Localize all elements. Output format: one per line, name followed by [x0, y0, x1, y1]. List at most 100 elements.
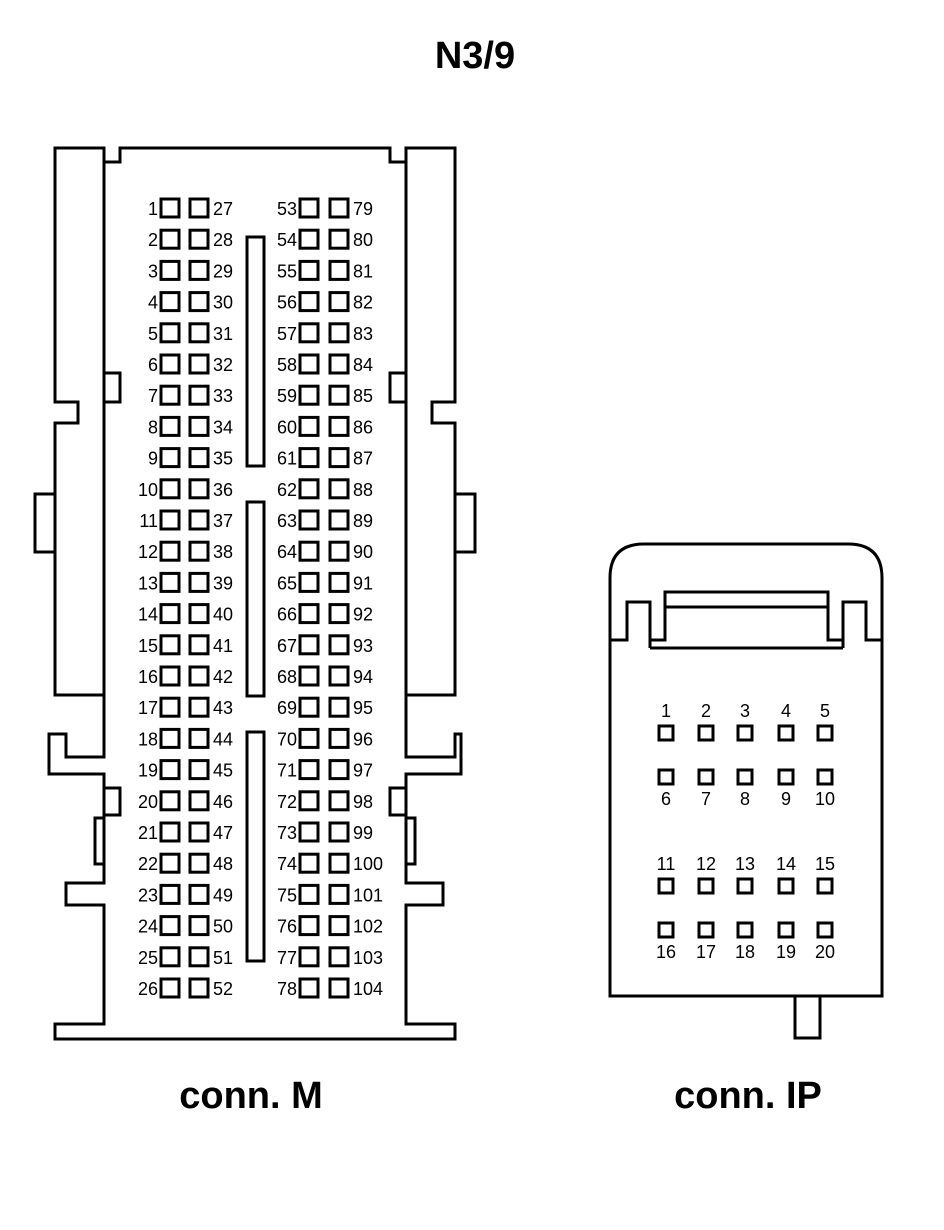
connector-m-pin-label: 96 — [353, 729, 373, 749]
connector-m-label: conn. M — [179, 1075, 323, 1117]
connector-m-pin-label: 66 — [277, 605, 297, 625]
connector-m-pin — [298, 946, 320, 968]
connector-m-pin — [159, 540, 181, 562]
connector-m-pin-label: 4 — [148, 293, 158, 313]
connector-m-pin — [298, 634, 320, 656]
connector-m-pin — [188, 509, 210, 531]
connector-m-pin — [328, 821, 350, 843]
connector-m-pin-label: 92 — [353, 605, 373, 625]
connector-m-pin-label: 73 — [277, 823, 297, 843]
connector-m-pin-label: 101 — [353, 885, 383, 905]
connector-m-pin-label: 72 — [277, 792, 297, 812]
connector-m-pin-label: 33 — [213, 386, 233, 406]
connector-ip-housing — [608, 542, 884, 1040]
connector-m-pin-label: 49 — [213, 885, 233, 905]
connector-m-pin — [159, 634, 181, 656]
connector-m-pin — [188, 228, 210, 250]
connector-m-pin-label: 7 — [148, 386, 158, 406]
connector-m-pin-label: 50 — [213, 917, 233, 937]
connector-m-pin-label: 1 — [148, 199, 158, 219]
connector-m-pin-label: 42 — [213, 667, 233, 687]
connector-m-pin — [298, 603, 320, 625]
connector-m-housing — [33, 146, 477, 1041]
connector-ip-pin — [657, 877, 675, 895]
connector-ip-pin — [777, 921, 795, 939]
connector-m-pin-label: 8 — [148, 417, 158, 437]
connector-ip-pin — [657, 724, 675, 742]
connector-m-pin-label: 61 — [277, 449, 297, 469]
connector-m-pin-label: 31 — [213, 324, 233, 344]
connector-ip-pin-label: 2 — [701, 701, 711, 721]
connector-m-pin — [188, 790, 210, 812]
connector-m-pin — [328, 977, 350, 999]
connector-m-pin — [328, 696, 350, 718]
connector-ip-pin-label: 13 — [735, 854, 755, 874]
connector-m-pin-label: 97 — [353, 761, 373, 781]
connector-m-pin-label: 69 — [277, 698, 297, 718]
connector-m-pin — [328, 790, 350, 812]
connector-m-pin — [159, 478, 181, 500]
connector-ip-pin — [736, 877, 754, 895]
connector-ip-pin — [777, 877, 795, 895]
connector-m-pin-label: 18 — [138, 729, 158, 749]
connector-m-pin — [328, 197, 350, 219]
connector-ip-pin — [657, 768, 675, 786]
connector-m-pin — [188, 259, 210, 281]
connector-m-pin — [159, 977, 181, 999]
connector-m-pin — [188, 291, 210, 313]
connector-m-pin-label: 9 — [148, 449, 158, 469]
connector-m-pin-label: 38 — [213, 542, 233, 562]
connector-m-pin-label: 74 — [277, 854, 297, 874]
connector-ip-pin-label: 19 — [776, 942, 796, 962]
connector-m-pin-label: 84 — [353, 355, 373, 375]
connector-m-pin-label: 6 — [148, 355, 158, 375]
connector-m-pin — [159, 353, 181, 375]
connector-ip-pin-label: 10 — [815, 789, 835, 809]
connector-m-pin — [328, 603, 350, 625]
connector-m-pin — [159, 883, 181, 905]
connector-m-pin — [298, 353, 320, 375]
connector-m-pin — [159, 509, 181, 531]
connector-m-pin-label: 83 — [353, 324, 373, 344]
connector-m-pin-label: 90 — [353, 542, 373, 562]
connector-m-pin-label: 28 — [213, 230, 233, 250]
connector-ip-pin-label: 1 — [661, 701, 671, 721]
connector-m-pin-label: 60 — [277, 417, 297, 437]
connector-ip-pin — [736, 921, 754, 939]
connector-ip-pin-label: 7 — [701, 789, 711, 809]
connector-m-pin — [159, 759, 181, 781]
connector-m-pin — [159, 946, 181, 968]
connector-m-pin — [298, 415, 320, 437]
connector-ip-pin-label: 20 — [815, 942, 835, 962]
connector-m-pin — [298, 915, 320, 937]
connector-ip-label: conn. IP — [674, 1075, 822, 1117]
connector-m-pin-label: 23 — [138, 885, 158, 905]
connector-m-pin — [298, 291, 320, 313]
connector-m-pin — [159, 603, 181, 625]
connector-m-pin-label: 81 — [353, 261, 373, 281]
connector-m-pin-label: 58 — [277, 355, 297, 375]
connector-m-pin-label: 19 — [138, 761, 158, 781]
connector-m-pin-label: 15 — [138, 636, 158, 656]
connector-ip-pin-label: 5 — [820, 701, 830, 721]
connector-ip-pin-label: 16 — [656, 942, 676, 962]
connector-m-pin-label: 102 — [353, 917, 383, 937]
connector-m-pin-label: 59 — [277, 386, 297, 406]
connector-m-pin — [159, 291, 181, 313]
connector-m-pin — [328, 634, 350, 656]
connector-m-pin-label: 22 — [138, 854, 158, 874]
connector-m-pin — [328, 447, 350, 469]
connector-m-pin — [328, 415, 350, 437]
connector-ip-pin-label: 8 — [740, 789, 750, 809]
connector-m-pin-label: 2 — [148, 230, 158, 250]
connector-m-pin — [188, 353, 210, 375]
connector-m-pin — [159, 259, 181, 281]
connector-m-pin-label: 103 — [353, 948, 383, 968]
connector-m-pin-label: 27 — [213, 199, 233, 219]
connector-m-pin — [328, 883, 350, 905]
connector-ip-pin-label: 15 — [815, 854, 835, 874]
connector-m-pin — [159, 696, 181, 718]
connector-m-pin-label: 57 — [277, 324, 297, 344]
connector-ip-pin-label: 14 — [776, 854, 796, 874]
